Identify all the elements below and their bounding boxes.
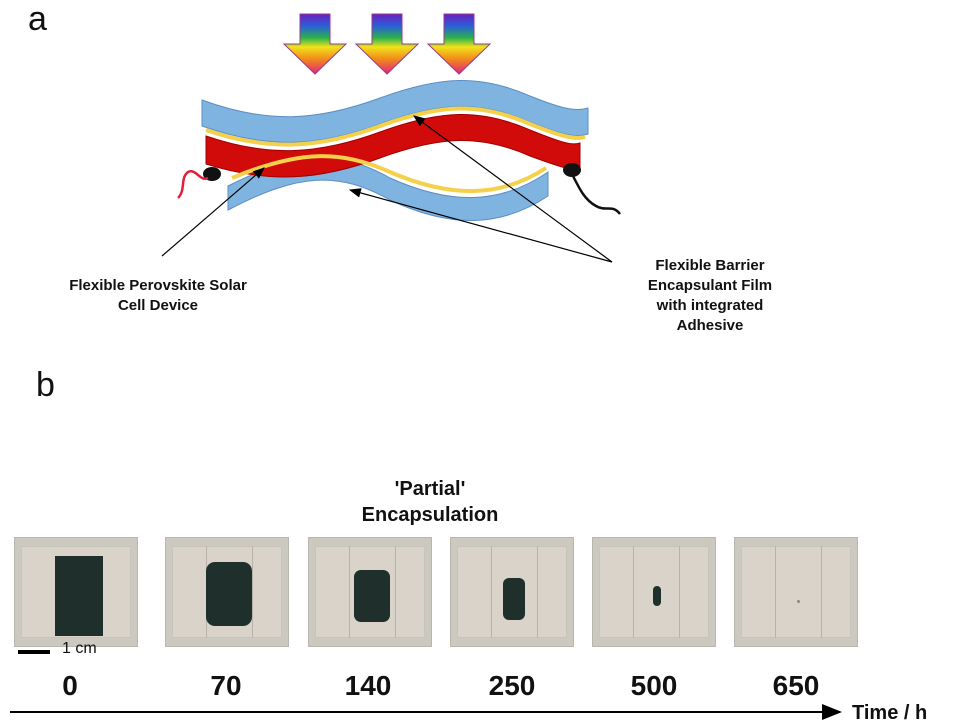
timepoint-label: 0 xyxy=(62,670,78,701)
timepoint-label: 250 xyxy=(488,670,536,701)
sample-photo-70h xyxy=(165,537,289,647)
light-arrow-icon xyxy=(426,13,492,75)
light-arrows xyxy=(282,13,492,75)
right-contact xyxy=(563,163,581,177)
sample-photo-250h xyxy=(450,537,574,647)
right-wire xyxy=(570,173,621,215)
top-adhesive-layer xyxy=(205,106,586,147)
timepoint-label: 140 xyxy=(344,670,392,701)
timepoint-label: 70 xyxy=(210,670,242,701)
sample-photo-500h xyxy=(592,537,716,647)
time-axis-label: Time / h xyxy=(852,702,928,724)
film-callout-label: Flexible Barrier Encapsulant Film with i… xyxy=(647,257,773,334)
perovskite-film xyxy=(797,600,800,603)
scale-bar-label: 1 cm xyxy=(62,640,97,657)
light-arrow-icon xyxy=(354,13,420,75)
perovskite-film xyxy=(653,586,661,606)
timepoint-label: 500 xyxy=(630,670,678,701)
bottom-adhesive-layer xyxy=(231,154,548,193)
sample-photo-140h xyxy=(308,537,432,647)
device-callout-line xyxy=(161,167,265,257)
device-callout-label: Flexible Perovskite Solar Cell Device xyxy=(69,277,247,314)
film-callout-line-bottom xyxy=(348,188,613,263)
left-wire xyxy=(177,170,209,199)
perovskite-film xyxy=(354,570,390,622)
scale-bar xyxy=(18,650,50,654)
film-callout-line-top xyxy=(413,115,613,263)
timepoint-label: 650 xyxy=(772,670,820,701)
perovskite-film xyxy=(206,562,252,626)
perovskite-film xyxy=(55,556,103,636)
encapsulation-title: 'Partial' Encapsulation xyxy=(361,478,499,526)
panel-a-label: a xyxy=(28,0,47,38)
sample-photo-650h xyxy=(734,537,858,647)
light-arrow-icon xyxy=(282,13,348,75)
panel-b-label: b xyxy=(36,366,55,404)
sample-photo-0h xyxy=(14,537,138,647)
perovskite-film xyxy=(503,578,525,620)
